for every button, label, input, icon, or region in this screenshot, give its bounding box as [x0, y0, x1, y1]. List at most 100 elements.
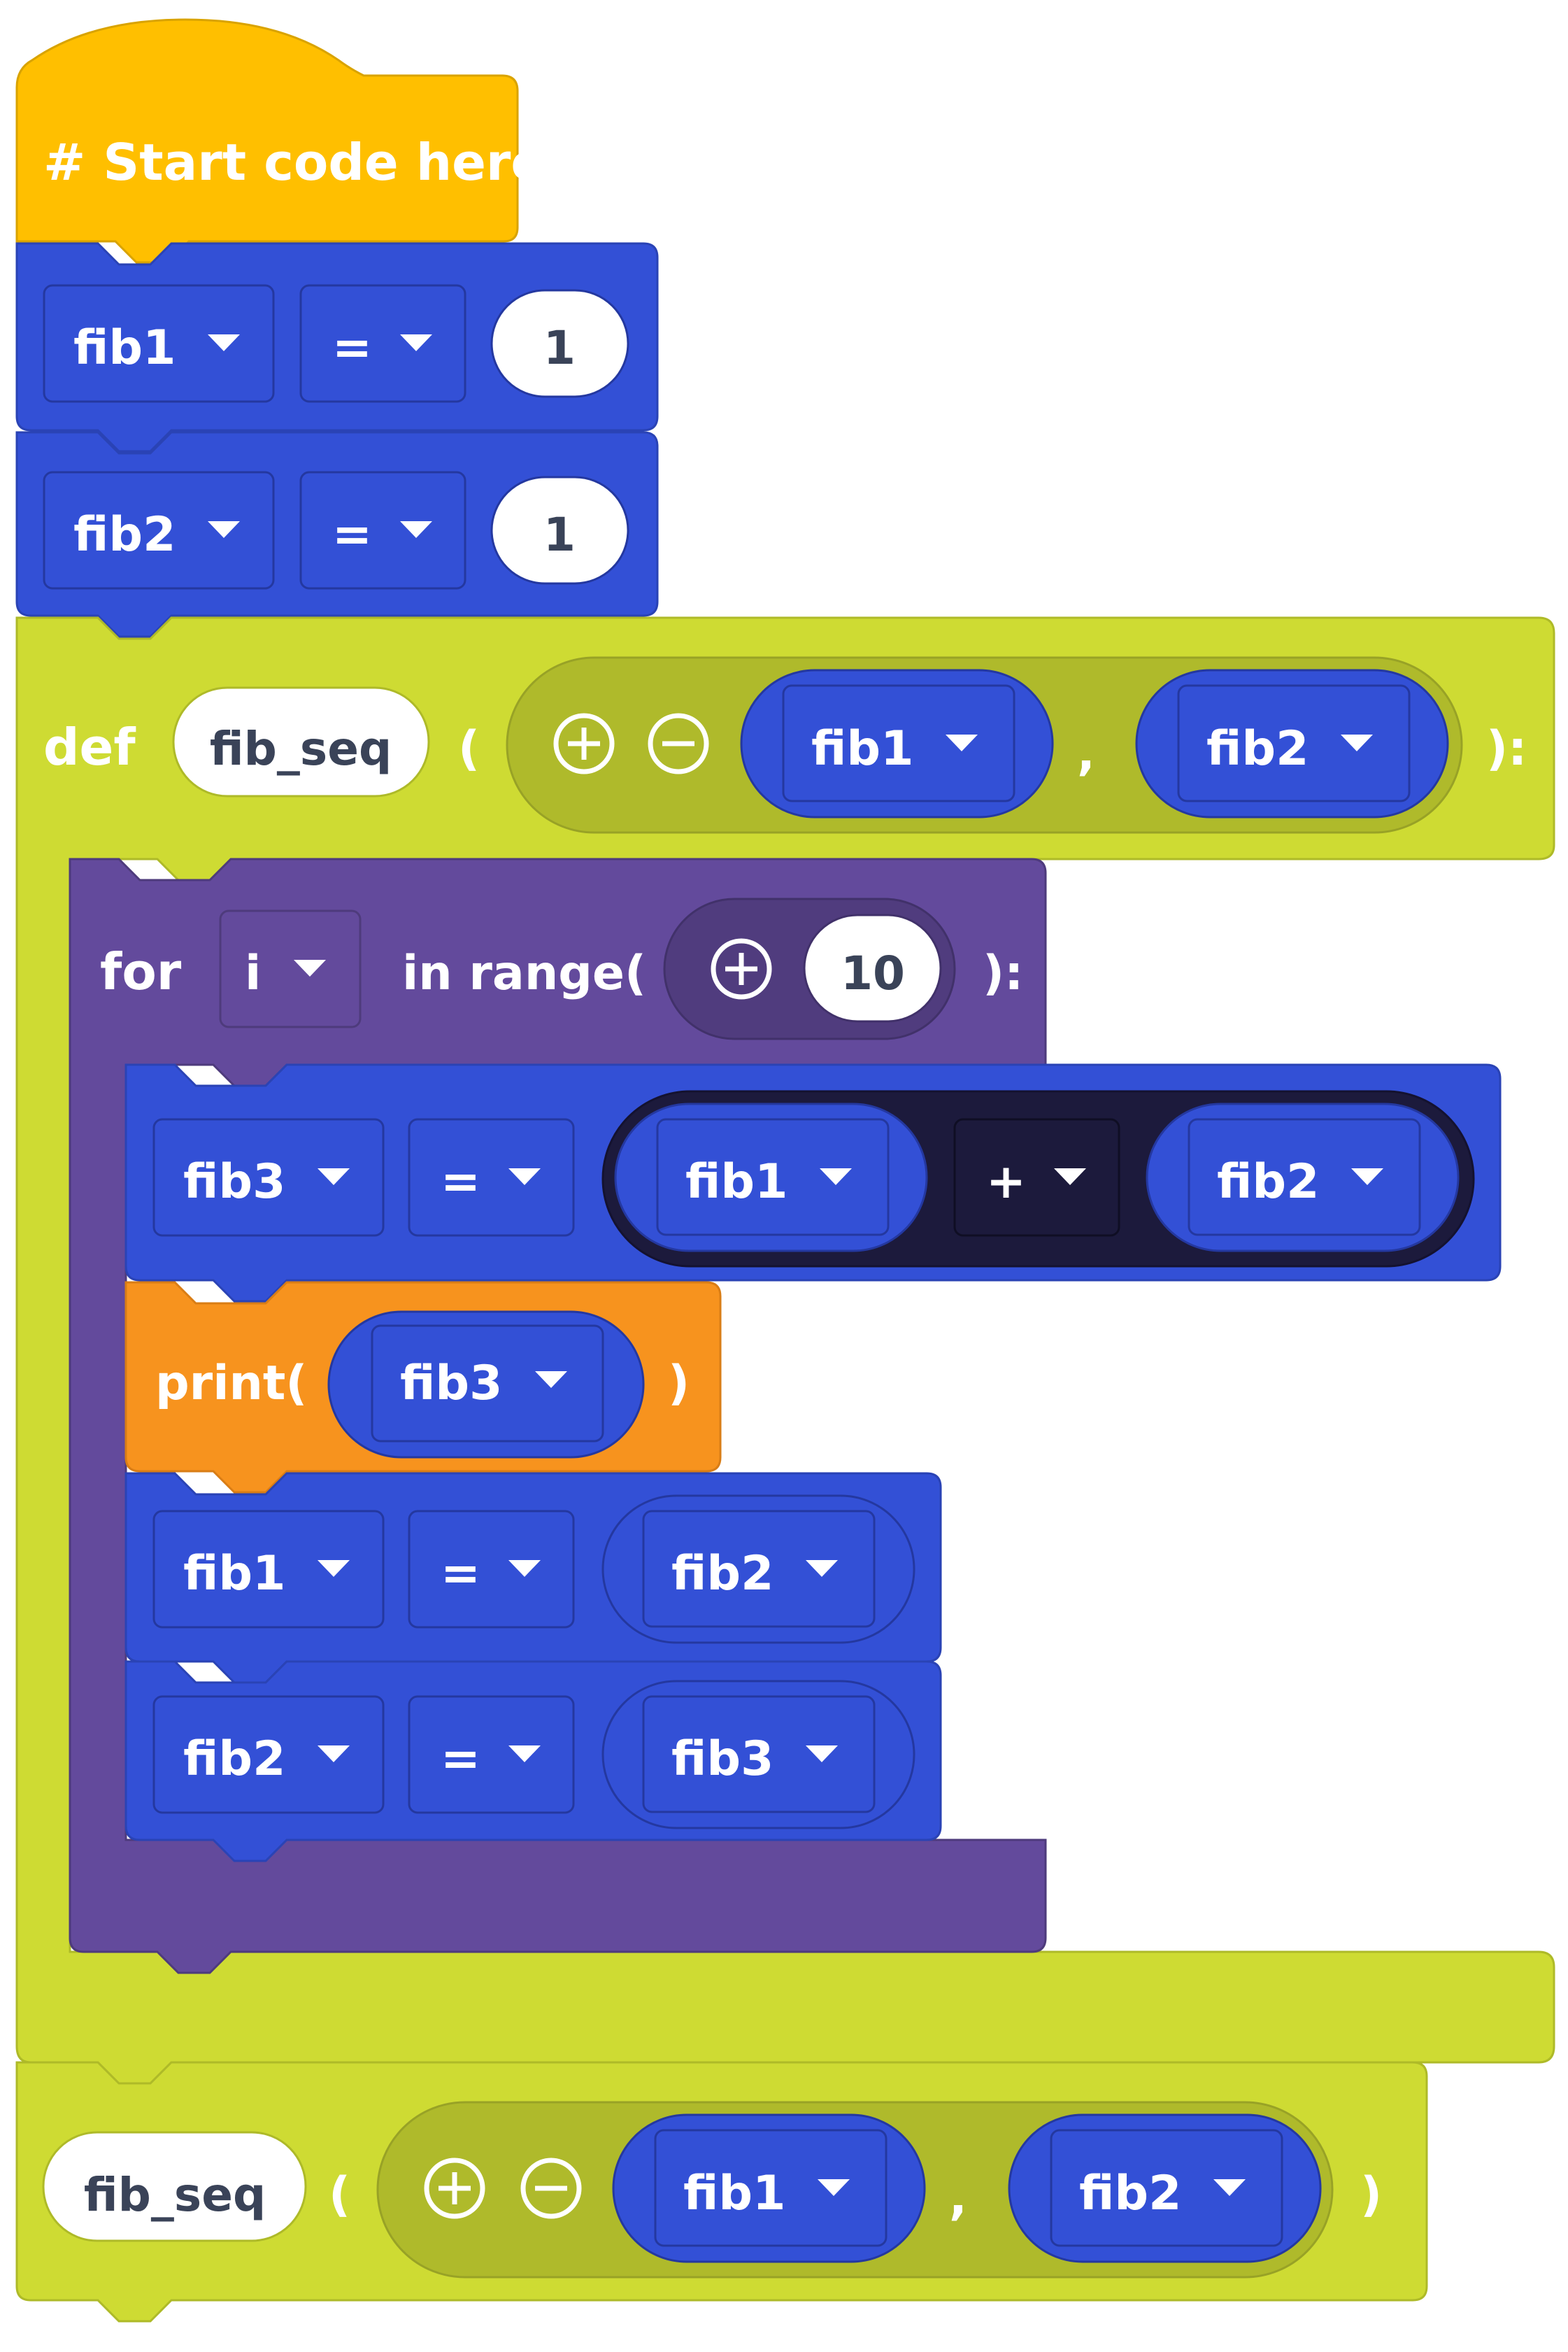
value-text: 1	[543, 508, 576, 562]
chevron-down-icon	[946, 735, 978, 751]
def-keyword: def	[43, 718, 136, 777]
for-block[interactable]: for i in range( 10 ):	[69, 858, 1047, 1974]
plus-circle-icon[interactable]	[424, 2158, 485, 2219]
print-close-paren: )	[668, 1356, 690, 1411]
param-label: fib1	[811, 721, 913, 777]
function-name-text: fib_seq	[210, 722, 392, 776]
for-close-paren: ):	[983, 946, 1023, 1001]
right-operand-label: fib2	[1217, 1154, 1319, 1210]
hat-comment-text: # Start code here	[43, 133, 545, 192]
minus-circle-icon[interactable]	[520, 2158, 582, 2219]
function-call-block[interactable]: fib_seq ( fib1 , fib2 )	[15, 2061, 1428, 2323]
chevron-down-icon	[208, 334, 240, 351]
chevron-down-icon	[806, 1560, 838, 1577]
var-dropdown[interactable]	[152, 1510, 385, 1629]
assign-block-fib1-update[interactable]: fib1 = fib2	[124, 1472, 942, 1684]
chevron-down-icon	[400, 334, 432, 351]
def-close-paren: ):	[1486, 721, 1527, 777]
for-keyword: for	[100, 942, 182, 1001]
value-label: fib2	[671, 1546, 774, 1601]
arg-dropdown[interactable]	[1050, 2129, 1283, 2247]
hat-block[interactable]: # Start code here	[15, 18, 545, 264]
param-label: fib2	[1206, 721, 1309, 777]
operator-dropdown[interactable]	[299, 471, 466, 590]
call-close-paren: )	[1360, 2167, 1382, 2223]
assign-block-fib2[interactable]: fib2 = 1	[15, 431, 659, 638]
print-arg-label: fib3	[400, 1356, 502, 1411]
var-dropdown[interactable]	[152, 1118, 385, 1237]
print-label: print(	[155, 1356, 308, 1411]
loop-var-label: i	[245, 946, 261, 1001]
print-block[interactable]: print( fib3 )	[124, 1281, 722, 1494]
arg-reporter-fib1[interactable]	[612, 2113, 926, 2263]
operator-dropdown[interactable]	[408, 1510, 575, 1629]
plus-operator-dropdown[interactable]	[953, 1118, 1120, 1237]
value-input[interactable]	[490, 476, 629, 585]
right-operand-reporter[interactable]	[1146, 1103, 1460, 1252]
var-dropdown[interactable]	[152, 1695, 385, 1814]
param-dropdown[interactable]	[1177, 684, 1411, 802]
left-operand-dropdown[interactable]	[656, 1118, 890, 1236]
operator-label: =	[441, 1154, 480, 1210]
value-input[interactable]	[490, 289, 629, 398]
in-range-label: in range(	[402, 946, 646, 1001]
range-count-input[interactable]	[803, 914, 942, 1023]
chevron-down-icon	[806, 1745, 838, 1762]
comma: ,	[949, 2171, 967, 2226]
assign-block-fib1[interactable]: fib1 = 1	[15, 242, 659, 453]
param-dropdown[interactable]	[782, 684, 1015, 802]
chevron-down-icon	[508, 1560, 541, 1577]
chevron-down-icon	[318, 1560, 350, 1577]
chevron-down-icon	[400, 521, 432, 538]
chevron-down-icon	[1341, 735, 1373, 751]
value-reporter[interactable]	[601, 1494, 915, 1644]
chevron-down-icon	[1351, 1168, 1383, 1185]
param-reporter-fib1[interactable]	[740, 669, 1054, 819]
var-label: fib2	[73, 507, 176, 562]
arg-label: fib1	[683, 2166, 785, 2221]
operator-dropdown[interactable]	[408, 1118, 575, 1237]
operator-label: =	[441, 1546, 480, 1601]
operator-label: =	[332, 507, 372, 562]
value-text: 1	[543, 321, 576, 375]
assign-block-fib3[interactable]: fib3 = fib1 + fib2	[124, 1063, 1502, 1303]
var-label: fib1	[73, 320, 176, 376]
call-name-input[interactable]	[42, 2131, 307, 2242]
value-dropdown[interactable]	[642, 1510, 876, 1628]
print-arg-dropdown[interactable]	[371, 1324, 604, 1443]
arg-dropdown[interactable]	[654, 2129, 888, 2247]
chevron-down-icon	[818, 2179, 850, 2196]
value-dropdown[interactable]	[642, 1695, 876, 1813]
comma: ,	[1077, 726, 1095, 781]
chevron-down-icon	[318, 1745, 350, 1762]
var-dropdown[interactable]	[43, 284, 275, 403]
operator-dropdown[interactable]	[408, 1695, 575, 1814]
plus-circle-icon[interactable]	[711, 938, 772, 1000]
assign-block-fib2-update[interactable]: fib2 = fib3	[124, 1660, 942, 1862]
chevron-down-icon	[820, 1168, 852, 1185]
loop-var-dropdown[interactable]	[219, 909, 362, 1028]
operator-dropdown[interactable]	[299, 284, 466, 403]
plus-operator-label: +	[986, 1154, 1026, 1210]
print-arg-reporter[interactable]	[327, 1310, 645, 1459]
left-operand-reporter[interactable]	[614, 1103, 928, 1252]
chevron-down-icon	[535, 1371, 567, 1388]
plus-circle-icon[interactable]	[553, 713, 615, 774]
chevron-down-icon	[208, 521, 240, 538]
arg-reporter-fib2[interactable]	[1008, 2113, 1322, 2263]
chevron-down-icon	[318, 1168, 350, 1185]
minus-circle-icon[interactable]	[648, 713, 709, 774]
arg-label: fib2	[1079, 2166, 1181, 2221]
operator-label: =	[441, 1731, 480, 1787]
value-label: fib3	[671, 1731, 774, 1787]
param-reporter-fib2[interactable]	[1135, 669, 1449, 819]
var-label: fib2	[183, 1731, 285, 1787]
range-count-text: 10	[841, 947, 905, 1000]
value-reporter[interactable]	[601, 1680, 915, 1829]
var-dropdown[interactable]	[43, 471, 275, 590]
left-operand-label: fib1	[685, 1154, 787, 1210]
function-name-input[interactable]	[172, 686, 430, 798]
right-operand-dropdown[interactable]	[1188, 1118, 1421, 1236]
chevron-down-icon	[508, 1168, 541, 1185]
